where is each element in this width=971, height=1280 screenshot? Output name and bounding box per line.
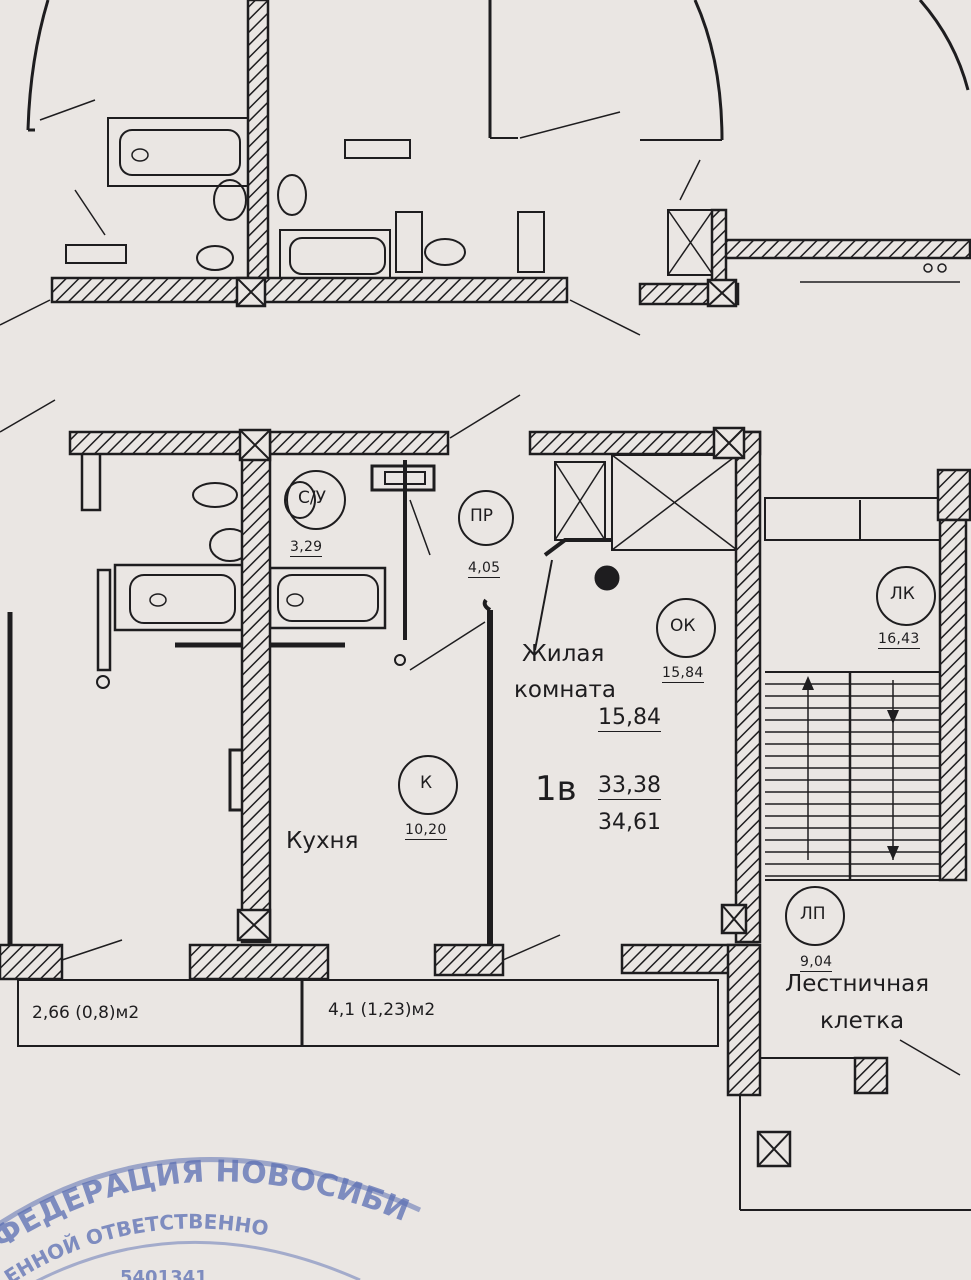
lp-room-name-line1: Лестничная xyxy=(785,971,930,997)
lp-room-code: ЛП xyxy=(800,904,826,924)
balcony-left-area: 2,66 (0,8)м2 xyxy=(32,1003,140,1023)
k-room-code: К xyxy=(420,773,433,793)
seal-stamp: ФЕДЕРАЦИЯ НОВОСИБИР ЕННОЙ ОТВЕТСТВЕННО 5… xyxy=(0,0,422,1280)
pr-room-area: 4,05 xyxy=(468,560,501,578)
balcony-right-area: 4,1 (1,23)м2 xyxy=(328,1000,436,1020)
lp-room-name-line2: клетка xyxy=(820,1008,905,1034)
ok-room-name-line2: комната xyxy=(514,677,616,703)
apartment-type: 1в xyxy=(535,769,577,809)
k-code-circle xyxy=(398,755,458,815)
lk-code-circle xyxy=(876,566,936,626)
ok-room-name-line1: Жилая xyxy=(522,641,605,667)
pr-code-circle xyxy=(458,490,514,546)
k-room-area: 10,20 xyxy=(405,822,447,840)
lk-room-area: 16,43 xyxy=(878,631,920,649)
pr-room-code: ПР xyxy=(470,506,494,526)
lk-room-code: ЛК xyxy=(890,584,915,604)
apartment-total-area: 33,38 xyxy=(598,773,661,800)
svg-text:5401341: 5401341 xyxy=(120,1267,208,1280)
apartment-total-with-balcony: 34,61 xyxy=(598,810,661,835)
lp-room-area: 9,04 xyxy=(800,954,833,972)
lp-code-circle xyxy=(785,886,845,946)
su-room-area: 3,29 xyxy=(290,539,323,557)
k-room-name: Кухня xyxy=(286,828,359,854)
ok-room-area: 15,84 xyxy=(662,665,704,683)
su-code-circle xyxy=(286,470,346,530)
apartment-living-area: 15,84 xyxy=(598,705,661,732)
su-room-code: С/У xyxy=(298,488,326,508)
ok-code-circle xyxy=(656,598,716,658)
ok-room-code: ОК xyxy=(670,616,696,636)
